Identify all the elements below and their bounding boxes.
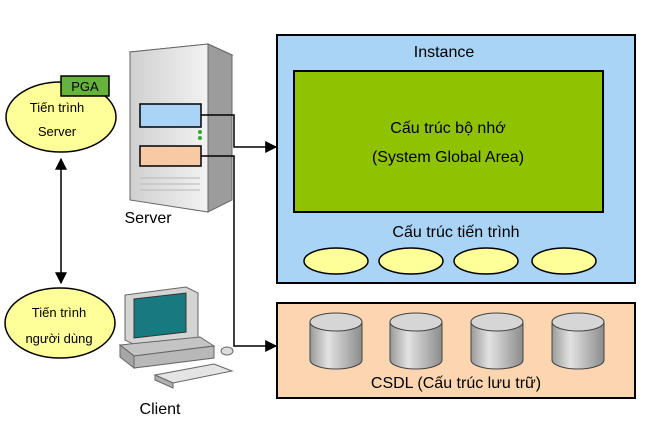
database-cylinder-icon <box>470 312 524 370</box>
server-memory-slot <box>139 145 202 167</box>
user-process-label-line2: người dùng <box>25 331 92 346</box>
server-process-label-line2: Server <box>38 124 77 139</box>
server-to-database-arrow <box>201 155 278 352</box>
server-process-label-line1: Tiến trình <box>30 100 84 115</box>
instance-label: Instance <box>414 44 475 61</box>
process-ellipse <box>453 247 519 275</box>
database-cylinder-icon <box>309 312 363 370</box>
power-led <box>198 130 202 134</box>
process-ellipse <box>303 247 369 275</box>
sga-memory-box: Cấu trúc bộ nhớ (System Global Area) <box>293 70 604 213</box>
desktop-computer-icon <box>118 286 234 389</box>
process-structure-label: Cấu trúc tiến trình <box>392 224 519 241</box>
user-process-node: Tiến trình người dùng <box>4 287 116 359</box>
memory-structure-title: Cấu trúc bộ nhớ <box>390 120 506 137</box>
server-process-node: Tiến trình Server <box>5 81 117 153</box>
server-to-instance-arrow <box>201 114 278 153</box>
memory-structure-subtitle: (System Global Area) <box>372 149 524 166</box>
activity-led <box>198 136 202 140</box>
server-process-slot <box>139 103 202 128</box>
database-cylinder-icon <box>389 312 443 370</box>
process-ellipse <box>378 247 444 275</box>
database-cylinders <box>309 312 605 370</box>
server-label: Server <box>124 210 172 227</box>
pga-box: PGA <box>60 75 110 97</box>
process-ellipse <box>531 247 597 275</box>
process-ellipses <box>303 247 597 275</box>
server-tower-icon <box>128 43 234 213</box>
pga-label: PGA <box>71 79 99 94</box>
user-process-label-line1: Tiến trình <box>32 305 86 320</box>
database-cylinder-icon <box>551 312 605 370</box>
database-label: CSDL (Cấu trúc lưu trữ) <box>371 375 541 392</box>
client-label: Client <box>140 401 181 418</box>
